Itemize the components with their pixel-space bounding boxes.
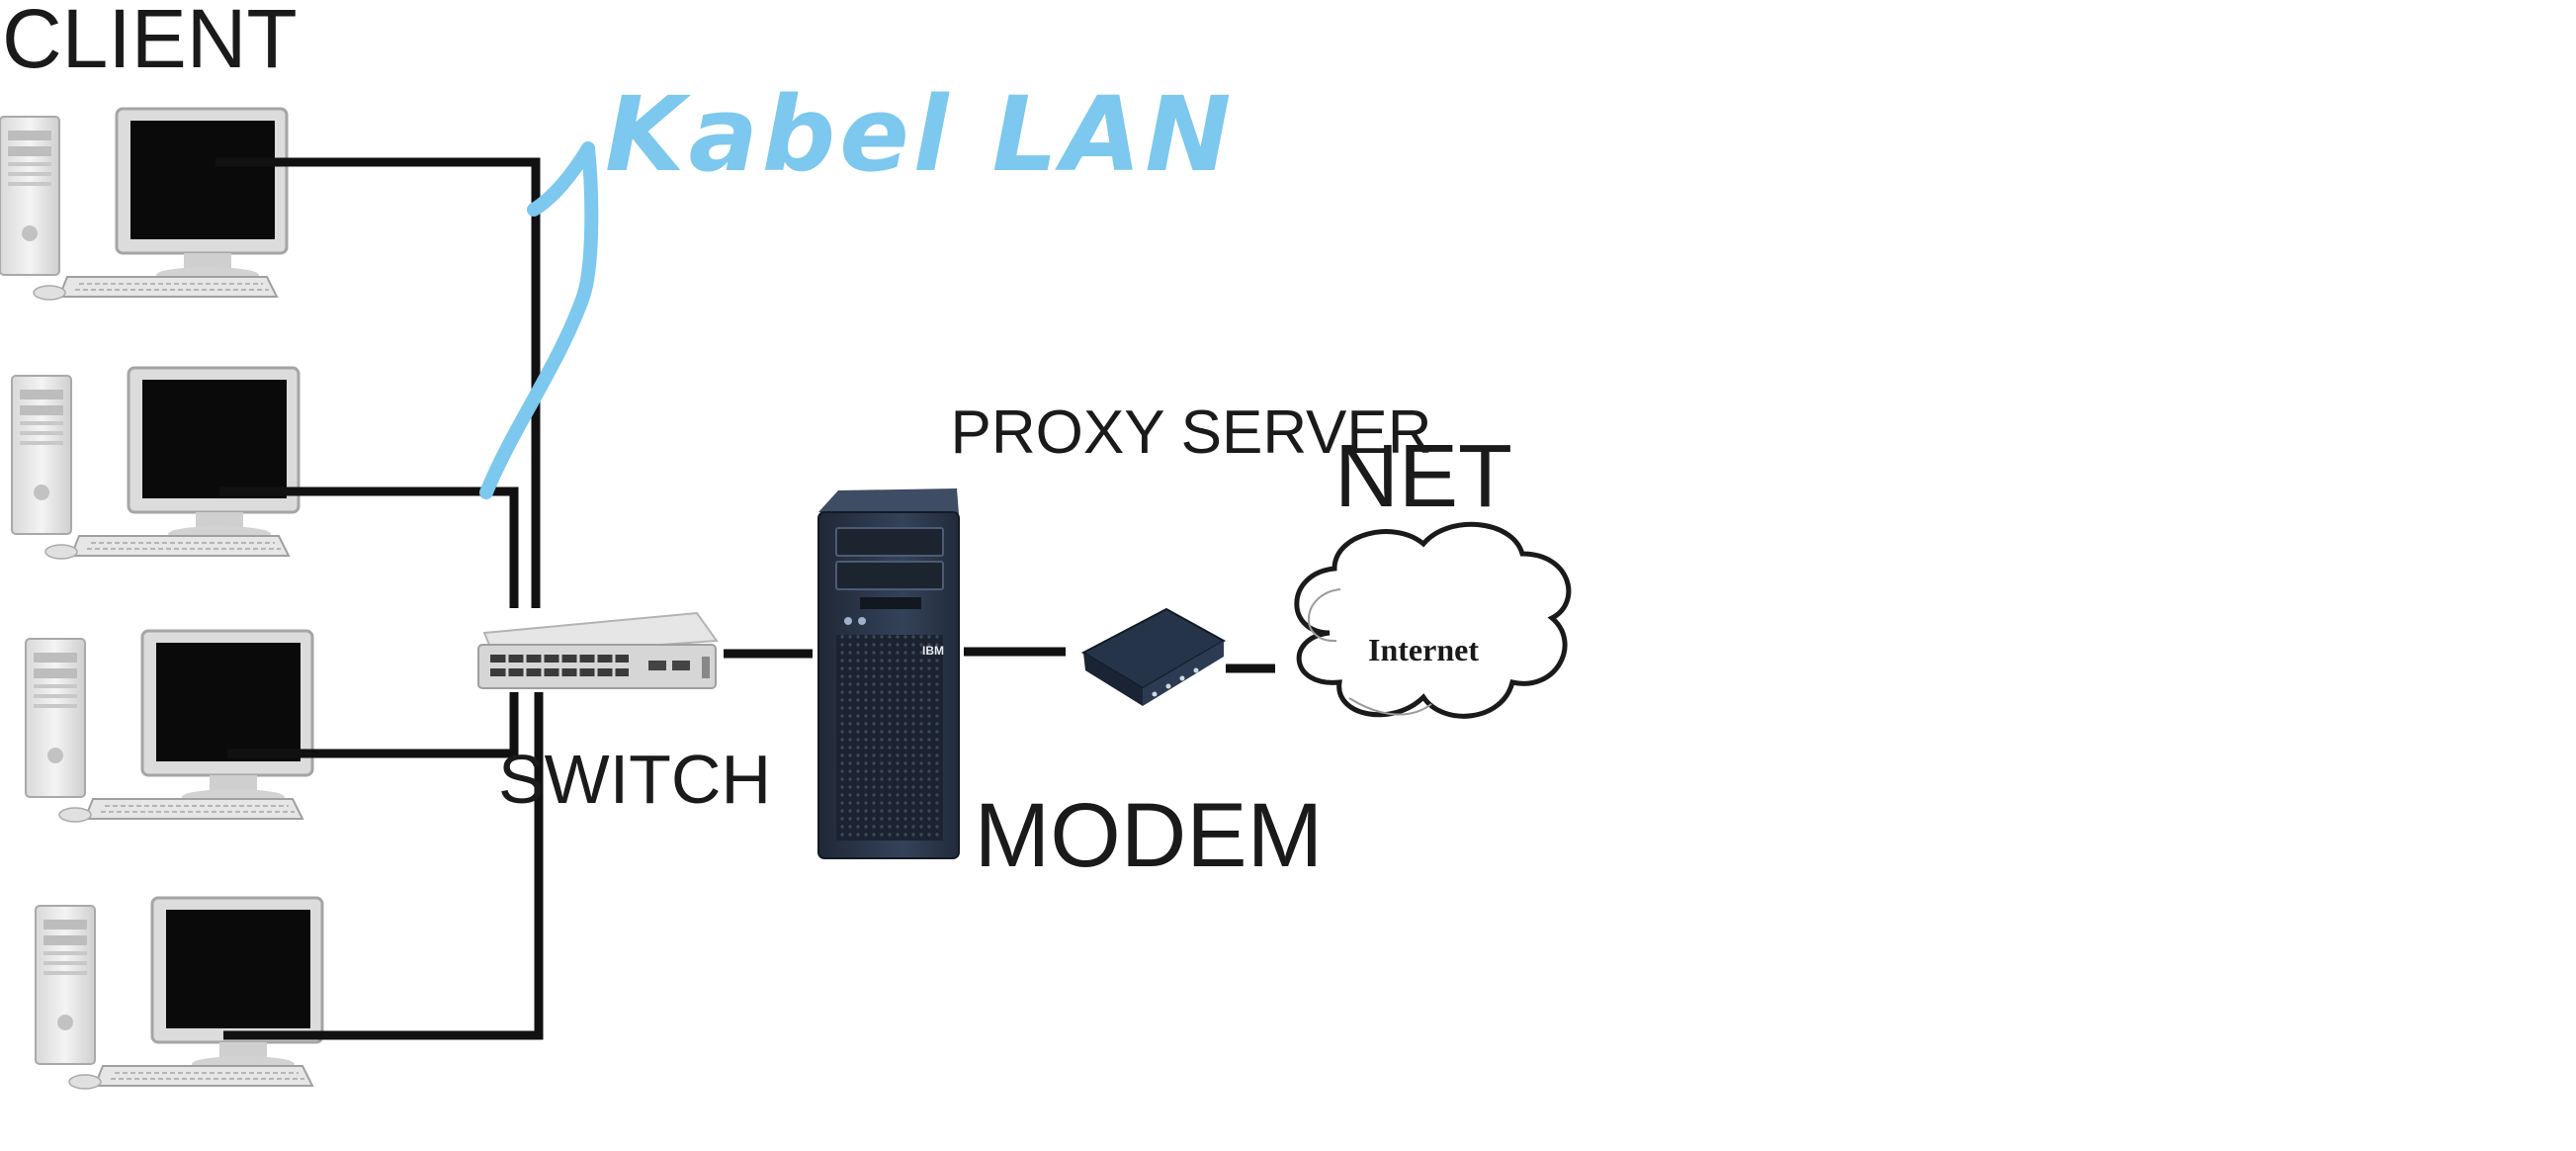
kabel-lan-annotation: Kabel LAN <box>605 74 1235 195</box>
switch-label: SWITCH <box>498 741 771 818</box>
kabel-lan-pointer <box>479 141 599 499</box>
modem-icon <box>1080 607 1227 706</box>
network-switch-icon <box>477 611 719 689</box>
server-brand-label: IBM <box>922 644 944 658</box>
cable-client-3 <box>227 692 519 758</box>
modem-label: MODEM <box>975 785 1324 886</box>
cable-client-1 <box>215 157 541 608</box>
client-computer-3-icon <box>24 629 314 824</box>
lan-cables <box>215 157 1275 1040</box>
client-computer-2-icon <box>10 366 301 561</box>
cloud-icon: Internet <box>1294 521 1572 719</box>
client-label: CLIENT <box>2 0 298 85</box>
tower-server-icon: IBM <box>817 488 960 859</box>
internet-label: Internet <box>1368 632 1479 667</box>
net-label: NET <box>1334 427 1512 526</box>
cable-client-4 <box>223 692 544 1040</box>
client-computer-1-icon <box>0 107 289 302</box>
client-computer-4-icon <box>34 896 324 1091</box>
cable-client-2 <box>219 487 519 608</box>
proxy-server-label: PROXY SERVER <box>950 398 1431 467</box>
